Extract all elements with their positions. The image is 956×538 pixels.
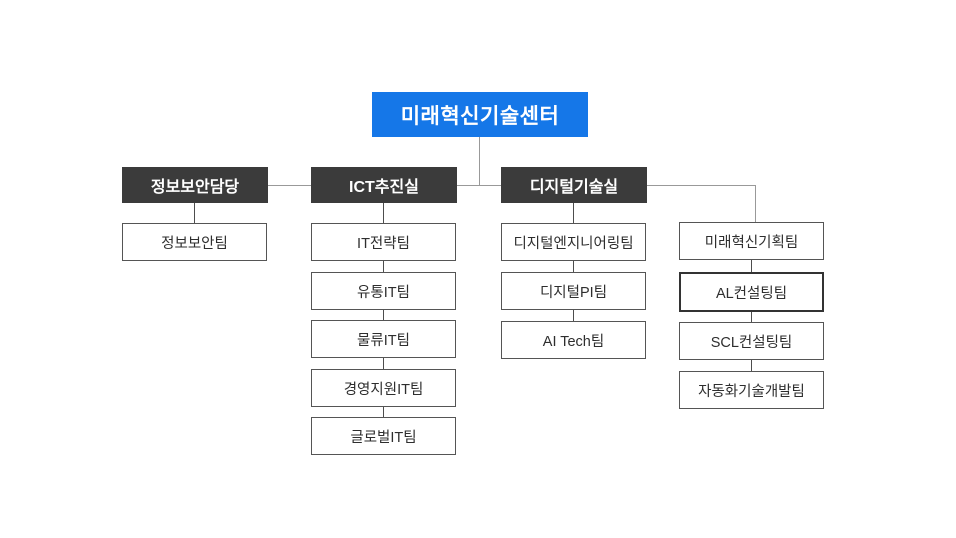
connector-col1-stem xyxy=(194,203,195,223)
connector-col4-link-3 xyxy=(751,360,752,371)
connector-col3-link-1 xyxy=(573,261,574,272)
org-header-ict-office: ICT추진실 xyxy=(311,167,457,203)
org-team-box: 디지털엔지니어링팀 xyxy=(501,223,646,261)
org-team-box-highlighted: AL컨설팅팀 xyxy=(679,272,824,312)
connector-col2-link-2 xyxy=(383,310,384,320)
connector-col2-link-1 xyxy=(383,261,384,272)
connector-col2-stem xyxy=(383,203,384,223)
org-team-box: 자동화기술개발팀 xyxy=(679,371,824,409)
org-team-box: 디지털PI팀 xyxy=(501,272,646,310)
org-team-box: AI Tech팀 xyxy=(501,321,646,359)
org-header-information-security: 정보보안담당 xyxy=(122,167,268,203)
org-team-box: 정보보안팀 xyxy=(122,223,267,261)
connector-col4-link-1 xyxy=(751,260,752,272)
org-team-box: IT전략팀 xyxy=(311,223,456,261)
org-team-box: SCL컨설팅팀 xyxy=(679,322,824,360)
org-root-box: 미래혁신기술센터 xyxy=(372,92,588,137)
connector-col4-stem xyxy=(755,185,756,222)
connector-col4-link-2 xyxy=(751,312,752,322)
org-team-box: 물류IT팀 xyxy=(311,320,456,358)
connector-col2-link-3 xyxy=(383,358,384,369)
org-team-box: 미래혁신기획팀 xyxy=(679,222,824,260)
connector-col2-link-4 xyxy=(383,407,384,417)
connector-col3-stem xyxy=(573,203,574,223)
org-header-digital-tech-office: 디지털기술실 xyxy=(501,167,647,203)
org-team-box: 경영지원IT팀 xyxy=(311,369,456,407)
org-team-box: 글로벌IT팀 xyxy=(311,417,456,455)
connector-root-stem xyxy=(479,137,480,185)
org-team-box: 유통IT팀 xyxy=(311,272,456,310)
connector-col3-link-2 xyxy=(573,310,574,321)
